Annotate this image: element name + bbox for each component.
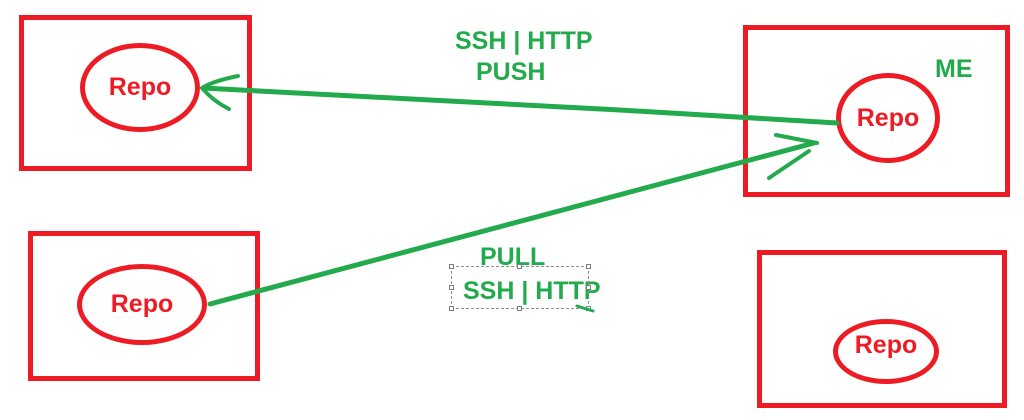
text-selection-box[interactable] bbox=[449, 264, 591, 311]
push-arrow-line bbox=[200, 85, 840, 126]
repo-ellipse-bottom-left: Repo bbox=[77, 264, 207, 345]
selection-handle-e[interactable] bbox=[586, 284, 591, 290]
push-protocol-label: SSH | HTTP bbox=[455, 27, 593, 55]
repo-label: Repo bbox=[108, 73, 172, 101]
repo-label: Repo bbox=[856, 103, 920, 132]
repo-ellipse-bottom-right: Repo bbox=[833, 319, 939, 384]
push-action-label: PUSH bbox=[476, 58, 546, 86]
selection-handle-nw[interactable] bbox=[449, 264, 454, 269]
me-owner-label: ME bbox=[935, 55, 973, 83]
repo-box-bottom-right bbox=[757, 250, 1007, 408]
selection-handle-s[interactable] bbox=[517, 306, 522, 311]
repo-ellipse-top-left: Repo bbox=[80, 43, 200, 132]
selection-handle-n[interactable] bbox=[517, 264, 522, 269]
repo-ellipse-top-right: Repo bbox=[836, 73, 940, 163]
repo-label: Repo bbox=[854, 331, 918, 359]
repo-label: Repo bbox=[110, 290, 174, 318]
selection-handle-ne[interactable] bbox=[586, 264, 591, 269]
selection-handle-w[interactable] bbox=[449, 284, 454, 290]
selection-handle-sw[interactable] bbox=[449, 306, 454, 311]
selection-handle-se[interactable] bbox=[586, 306, 591, 311]
